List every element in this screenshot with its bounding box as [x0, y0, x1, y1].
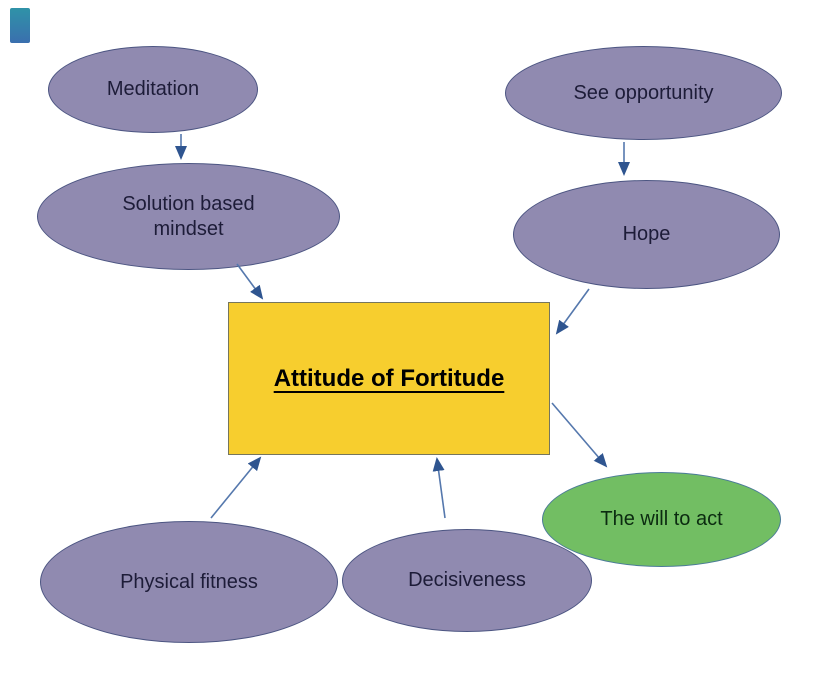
node-physical-fitness: Physical fitness: [40, 521, 338, 643]
node-see-opportunity: See opportunity: [505, 46, 782, 140]
node-physical-fitness-label: Physical fitness: [120, 570, 258, 593]
node-see-opportunity-label: See opportunity: [573, 81, 714, 104]
node-solution-based-mindset: Solution based mindset: [37, 163, 340, 270]
node-hope-label: Hope: [622, 223, 671, 245]
arrow-solution-to-fortitude: [236, 263, 264, 300]
arrow-fortitude-to-will-to-act: [551, 402, 608, 468]
arrow-decisiveness-to-fortitude: [432, 457, 446, 519]
node-decisiveness: Decisiveness: [342, 529, 592, 632]
node-the-will-to-act-label: The will to act: [600, 508, 723, 530]
node-meditation-label: Meditation: [106, 78, 200, 100]
node-attitude-of-fortitude: Attitude of Fortitude: [228, 302, 550, 455]
node-the-will-to-act: The will to act: [542, 472, 781, 567]
node-hope: Hope: [513, 180, 780, 289]
node-meditation: Meditation: [48, 46, 258, 133]
node-decisiveness-label: Decisiveness: [408, 569, 526, 591]
arrow-hope-to-fortitude: [555, 288, 590, 335]
node-attitude-of-fortitude-label: Attitude of Fortitude: [273, 364, 505, 392]
arrow-physical-to-fortitude: [210, 456, 262, 519]
teal-accent-shape: [10, 8, 30, 43]
node-solution-based-mindset-label: Solution based mindset: [122, 192, 255, 240]
